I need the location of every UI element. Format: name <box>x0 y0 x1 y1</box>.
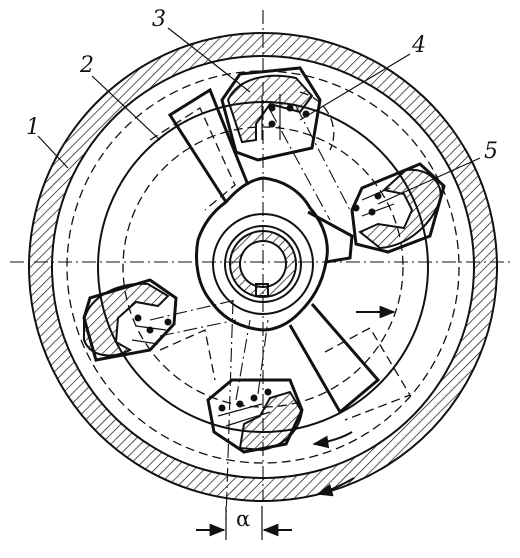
drum-arrow-bottom <box>316 477 355 497</box>
label-alpha: α <box>236 507 250 531</box>
leader-lines <box>37 27 481 205</box>
shoe-bottom <box>206 378 304 454</box>
alpha-dimension <box>196 506 292 540</box>
label-1: 1 <box>26 115 40 140</box>
label-4: 4 <box>411 33 426 58</box>
shoe-right <box>350 162 446 254</box>
centerlines <box>10 10 510 521</box>
label-3: 3 <box>152 7 166 32</box>
outer-drum <box>28 32 499 502</box>
rotor-plate-dashed-inner <box>122 126 404 408</box>
spring-lines <box>149 105 353 401</box>
shoe-left <box>82 278 178 362</box>
shoe-top <box>220 66 335 162</box>
hub-spokes <box>167 87 381 415</box>
hub-body <box>195 176 329 332</box>
label-5: 5 <box>484 139 498 164</box>
friction-surface-circle <box>66 70 460 464</box>
label-2: 2 <box>79 53 94 78</box>
shaft-key <box>255 283 269 297</box>
drum-arrow-lower <box>312 431 353 449</box>
